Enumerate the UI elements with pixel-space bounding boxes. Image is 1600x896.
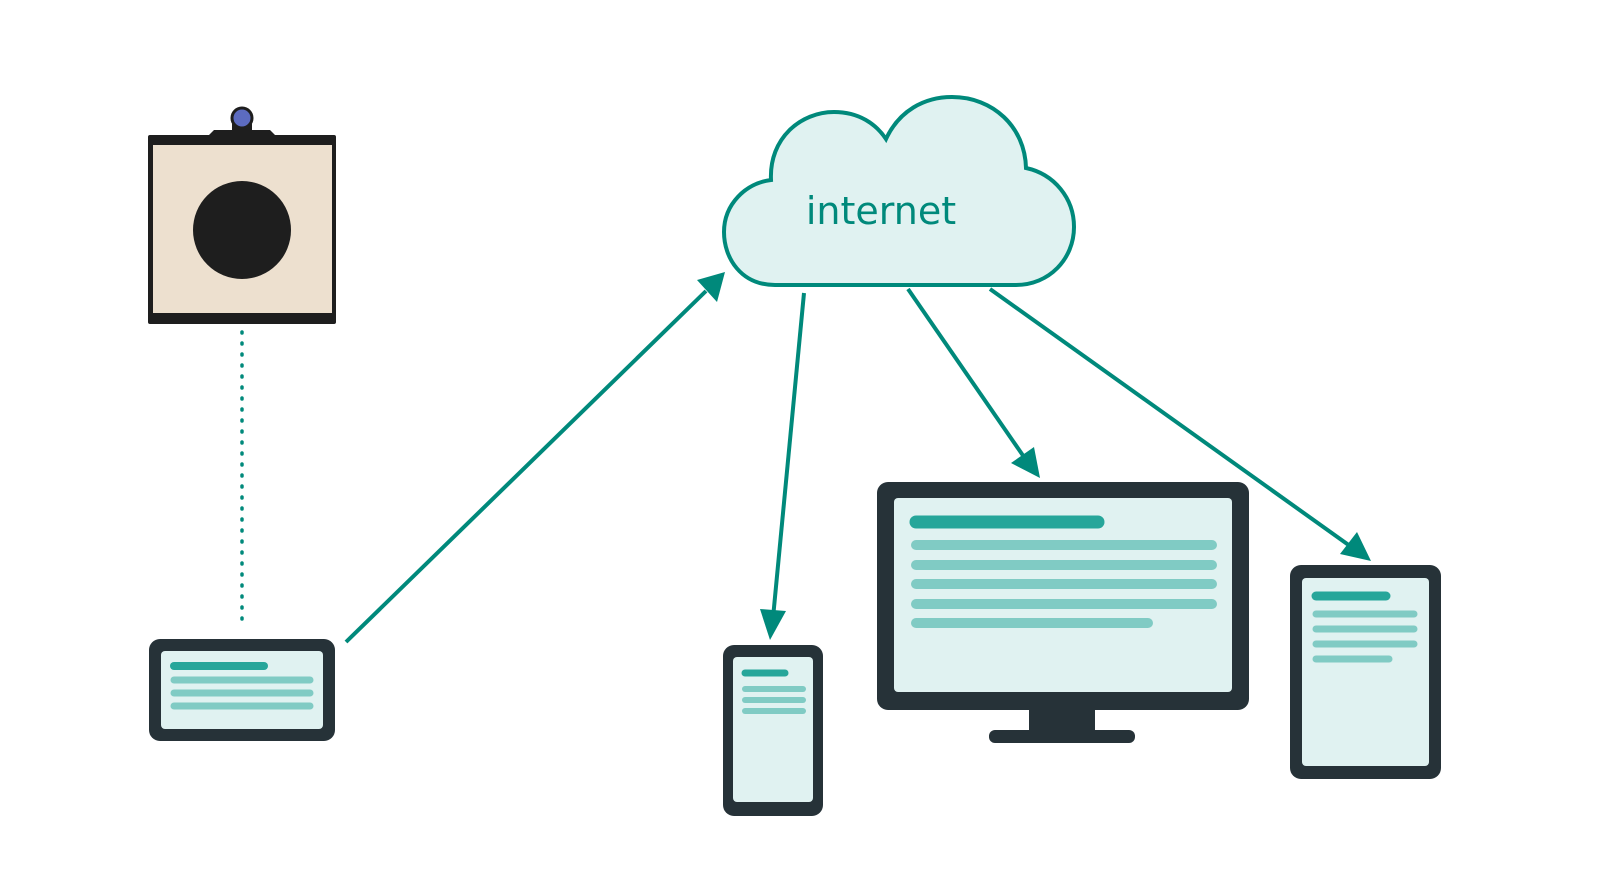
tablet-landscape-icon [149,639,335,741]
smartphone-icon [723,645,823,816]
camera-indicator-light [230,106,254,130]
monitor-icon [877,482,1249,743]
tablet-screen [1302,578,1429,766]
arrow-internet-to-tablet [988,287,1371,561]
monitor-stand [1029,708,1095,733]
smartphone-screen [733,657,813,802]
arrow-tablet-to-internet [344,272,725,644]
camera-lens [193,181,291,279]
cloud-label: internet [806,189,956,233]
tablet-portrait-icon [1290,565,1441,779]
monitor-base [989,730,1135,743]
camera-icon [148,106,336,324]
arrow-internet-to-smartphone [760,292,806,640]
internet-cloud: internet [721,94,1077,287]
arrow-internet-to-monitor [906,287,1040,478]
arrows [344,272,1371,644]
